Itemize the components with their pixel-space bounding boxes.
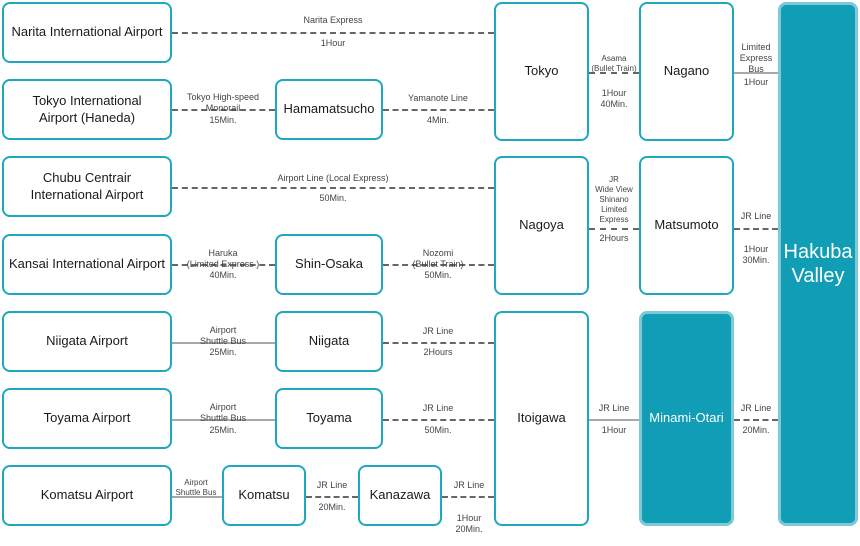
route-label-toyama-itoigawa: JR Line xyxy=(422,403,454,413)
station-shin-osaka: Shin-Osaka xyxy=(275,234,383,295)
route-line-haneda-hamamatsucho xyxy=(172,109,275,111)
station-hamamatsucho: Hamamatsucho xyxy=(275,79,383,140)
route-label-tokyo-nagano: Asama (Bullet Train) xyxy=(591,54,637,73)
route-label-niigataap-niigata: Airport Shuttle Bus xyxy=(199,325,247,346)
route-time-niigataap-niigata: 25Min. xyxy=(209,347,237,357)
route-line-itoigawa-minami xyxy=(589,419,639,421)
station-kansai-airport: Kansai International Airport xyxy=(2,234,172,295)
route-time-matsumoto-hakuba: 1Hour 30Min. xyxy=(742,244,770,265)
route-line-toyamaap-toyama xyxy=(172,419,275,421)
route-line-kansai-shinosaka xyxy=(172,264,275,266)
route-label-kansai-shinosaka: Haruka (Limited Express ) xyxy=(186,248,260,269)
station-narita-airport: Narita International Airport xyxy=(2,2,172,63)
route-line-komatsu-kanazawa xyxy=(306,496,358,498)
route-time-toyama-itoigawa: 50Min. xyxy=(424,425,452,435)
route-line-komatsuap-komatsu xyxy=(172,496,222,498)
route-line-minami-hakuba xyxy=(734,419,778,421)
route-time-kanazawa-itoigawa: 1Hour 20Min. xyxy=(455,513,483,534)
route-line-shinosaka-nagoya xyxy=(383,264,494,266)
route-label-narita-tokyo: Narita Express xyxy=(303,15,362,26)
station-nagoya: Nagoya xyxy=(494,156,589,295)
route-label-komatsu-kanazawa: JR Line xyxy=(316,480,348,490)
route-time-niigata-itoigawa: 2Hours xyxy=(423,347,453,357)
station-haneda-airport: Tokyo International Airport (Haneda) xyxy=(2,79,172,140)
station-komatsu: Komatsu xyxy=(222,465,306,526)
route-line-matsumoto-hakuba xyxy=(734,228,778,230)
route-time-komatsu-kanazawa: 20Min. xyxy=(318,502,346,512)
route-line-nagoya-matsumoto xyxy=(589,228,639,230)
station-toyama-airport: Toyama Airport xyxy=(2,388,172,449)
route-time-haneda-hamamatsucho: 15Min. xyxy=(209,115,237,125)
route-label-haneda-hamamatsucho: Tokyo High-speed Monorail xyxy=(186,92,260,113)
route-line-niigataap-niigata xyxy=(172,342,275,344)
station-niigata: Niigata xyxy=(275,311,383,372)
route-label-nagoya-matsumoto: JR Wide View Shinano Limited Express xyxy=(595,175,633,224)
route-line-chubu-nagoya xyxy=(172,187,494,189)
route-time-minami-hakuba: 20Min. xyxy=(742,425,770,435)
station-itoigawa: Itoigawa xyxy=(494,311,589,526)
route-name: Narita Express xyxy=(303,15,363,25)
route-label-niigata-itoigawa: JR Line xyxy=(422,326,454,336)
route-time-kansai-shinosaka: 40Min. xyxy=(209,270,237,280)
route-line-toyama-itoigawa xyxy=(383,419,494,421)
station-tokyo: Tokyo xyxy=(494,2,589,141)
route-line-hamamatsucho-tokyo xyxy=(383,109,494,111)
station-nagano: Nagano xyxy=(639,2,734,141)
route-line-niigata-itoigawa xyxy=(383,342,494,344)
route-time-narita-tokyo: 1Hour xyxy=(320,38,346,48)
route-label-minami-hakuba: JR Line xyxy=(740,403,772,413)
destination-hakuba-valley: Hakuba Valley xyxy=(778,2,858,526)
route-label-komatsuap-komatsu: Airport Shuttle Bus xyxy=(175,478,217,497)
route-line-nagano-hakuba xyxy=(734,72,778,74)
route-time-tokyo-nagano: 1Hour 40Min. xyxy=(600,88,628,109)
route-time-shinosaka-nagoya: 50Min. xyxy=(424,270,452,280)
station-matsumoto: Matsumoto xyxy=(639,156,734,295)
station-niigata-airport: Niigata Airport xyxy=(2,311,172,372)
route-label-hamamatsucho-tokyo: Yamanote Line xyxy=(408,93,468,103)
route-time-itoigawa-minami: 1Hour xyxy=(601,425,627,435)
route-time-nagoya-matsumoto: 2Hours xyxy=(599,233,629,243)
route-line-narita-tokyo xyxy=(172,32,494,34)
station-kanazawa: Kanazawa xyxy=(358,465,442,526)
route-label-nagano-hakuba: Limited Express Bus xyxy=(739,42,773,74)
route-label-itoigawa-minami: JR Line xyxy=(598,403,630,413)
route-time-chubu-nagoya: 50Min. xyxy=(319,193,347,203)
station-toyama: Toyama xyxy=(275,388,383,449)
route-line-kanazawa-itoigawa xyxy=(442,496,494,498)
station-chubu-airport: Chubu Centrair International Airport xyxy=(2,156,172,217)
route-label-shinosaka-nagoya: Nozomi (Bullet Train) xyxy=(412,248,464,269)
station-minami-otari: Minami-Otari xyxy=(639,311,734,526)
route-label-matsumoto-hakuba: JR Line xyxy=(740,211,772,221)
route-line-tokyo-nagano xyxy=(589,72,639,74)
route-time-toyamaap-toyama: 25Min. xyxy=(209,425,237,435)
route-time-nagano-hakuba: 1Hour xyxy=(743,77,769,87)
route-time-hamamatsucho-tokyo: 4Min. xyxy=(426,115,450,125)
route-label-kanazawa-itoigawa: JR Line xyxy=(453,480,485,490)
route-label-toyamaap-toyama: Airport Shuttle Bus xyxy=(199,402,247,423)
route-label-chubu-nagoya: Airport Line (Local Express) xyxy=(277,173,389,183)
station-komatsu-airport: Komatsu Airport xyxy=(2,465,172,526)
